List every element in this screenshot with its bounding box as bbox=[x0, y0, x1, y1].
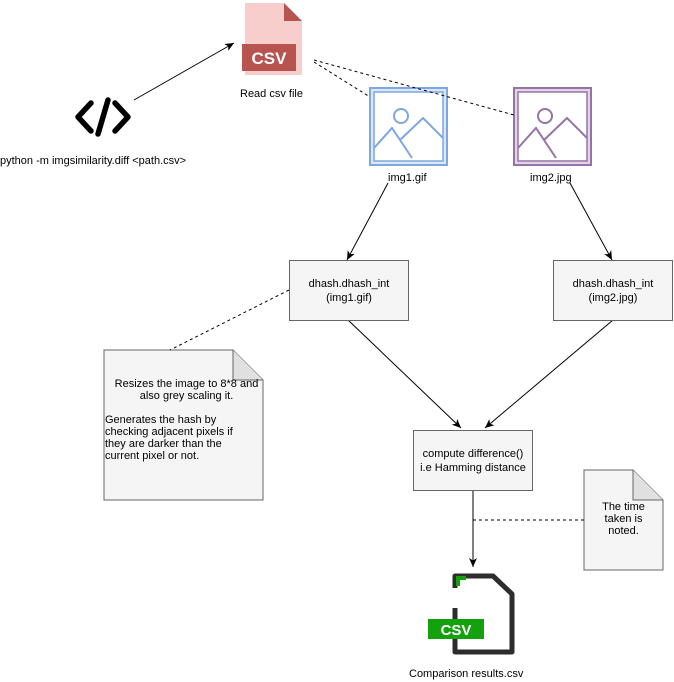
output-label: Comparison results.csv bbox=[409, 668, 524, 680]
command-label: python -m imgsimilarity.diff <path.csv> bbox=[0, 155, 187, 167]
note-time-line3: noted. bbox=[608, 525, 639, 537]
note-time-line2: taken is bbox=[604, 513, 643, 525]
dhash-img2-func: dhash.dhash_int bbox=[572, 277, 654, 290]
edge-img1-to-dhash1 bbox=[346, 182, 389, 261]
compute-func: compute difference() bbox=[422, 447, 524, 460]
dhash-img1-arg: (img1.gif) bbox=[326, 291, 372, 304]
note-dhash-line5: they are darker than the bbox=[105, 438, 222, 450]
csv-file-icon: CSV bbox=[242, 3, 302, 75]
note-dhash-line6: current pixel or not. bbox=[105, 450, 200, 462]
note-time-shape bbox=[583, 469, 664, 571]
image1-icon bbox=[369, 87, 448, 166]
dhash-img2-arg: (img2.jpg) bbox=[588, 291, 638, 304]
edge-dhash1-to-compute bbox=[347, 319, 462, 429]
dashed-csv-to-img1 bbox=[313, 61, 371, 98]
csv-input-icon-text: CSV bbox=[252, 49, 288, 68]
image1-label: img1.gif bbox=[388, 172, 427, 184]
dhash-img1-box: dhash.dhash_int (img1.gif) bbox=[289, 260, 409, 321]
dashed-dhash1-to-note bbox=[169, 289, 290, 351]
compute-desc: i.e Hamming distance bbox=[420, 461, 526, 474]
note-time: The time taken is noted. bbox=[584, 501, 663, 537]
csv-input-label: Read csv file bbox=[240, 88, 303, 100]
note-dhash-line2: also grey scaling it. bbox=[139, 390, 234, 402]
output-csv-icon-text: CSV bbox=[441, 622, 472, 639]
dhash-img1-func: dhash.dhash_int bbox=[308, 277, 390, 290]
note-dhash-line4: checking adjacent pixels if bbox=[105, 426, 233, 438]
note-time-line1: The time bbox=[602, 501, 645, 513]
dashed-csv-to-img2 bbox=[313, 59, 515, 116]
edge-dhash2-to-compute bbox=[484, 319, 614, 429]
note-dhash: Resizes the image to 8*8 and also grey s… bbox=[104, 378, 269, 462]
edge-command-to-csv bbox=[133, 42, 235, 101]
code-icon bbox=[75, 97, 131, 137]
image2-label: img2.jpg bbox=[530, 172, 572, 184]
dhash-img2-box: dhash.dhash_int (img2.jpg) bbox=[553, 260, 673, 321]
compute-difference-box: compute difference() i.e Hamming distanc… bbox=[413, 430, 533, 491]
note-dhash-line3: Generates the hash by bbox=[105, 414, 217, 426]
edge-img2-to-dhash2 bbox=[569, 182, 613, 261]
note-dhash-line1: Resizes the image to 8*8 and bbox=[114, 378, 259, 390]
note-dhash-shape bbox=[103, 349, 264, 501]
output-csv-icon: CSV bbox=[428, 573, 515, 655]
image2-icon bbox=[513, 87, 592, 166]
